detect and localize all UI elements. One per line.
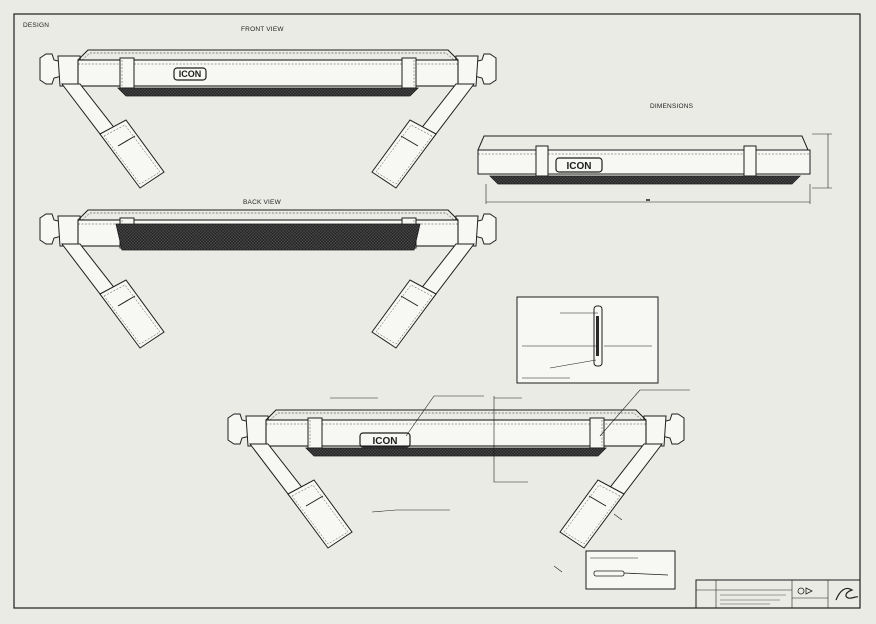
- dimensions-title: DIMENSIONS: [650, 103, 694, 110]
- back-view-drawing: [39, 209, 497, 349]
- sheet-border: [13, 13, 861, 609]
- assembly-view-drawing: ICON: [227, 409, 685, 549]
- dimensions-logo: ICON: [567, 161, 592, 172]
- back-pad-mesh: [115, 223, 421, 251]
- corner-label: DESIGN: [23, 22, 50, 29]
- dimensions-drawing: ICON: [477, 133, 832, 204]
- title-block: [695, 579, 861, 609]
- signature-mark: [835, 587, 859, 601]
- front-view-title: FRONT VIEW: [241, 26, 284, 33]
- assembly-logo: ICON: [373, 436, 398, 447]
- back-view-title: BACK VIEW: [243, 199, 281, 206]
- assembly-callouts: [330, 389, 690, 573]
- hardware-detail-box: [585, 550, 676, 590]
- front-logo-outline: [173, 67, 207, 81]
- detail-view-box: [516, 296, 659, 384]
- front-logo: ICON: [179, 69, 202, 79]
- front-view-drawing: ICON: [39, 49, 497, 189]
